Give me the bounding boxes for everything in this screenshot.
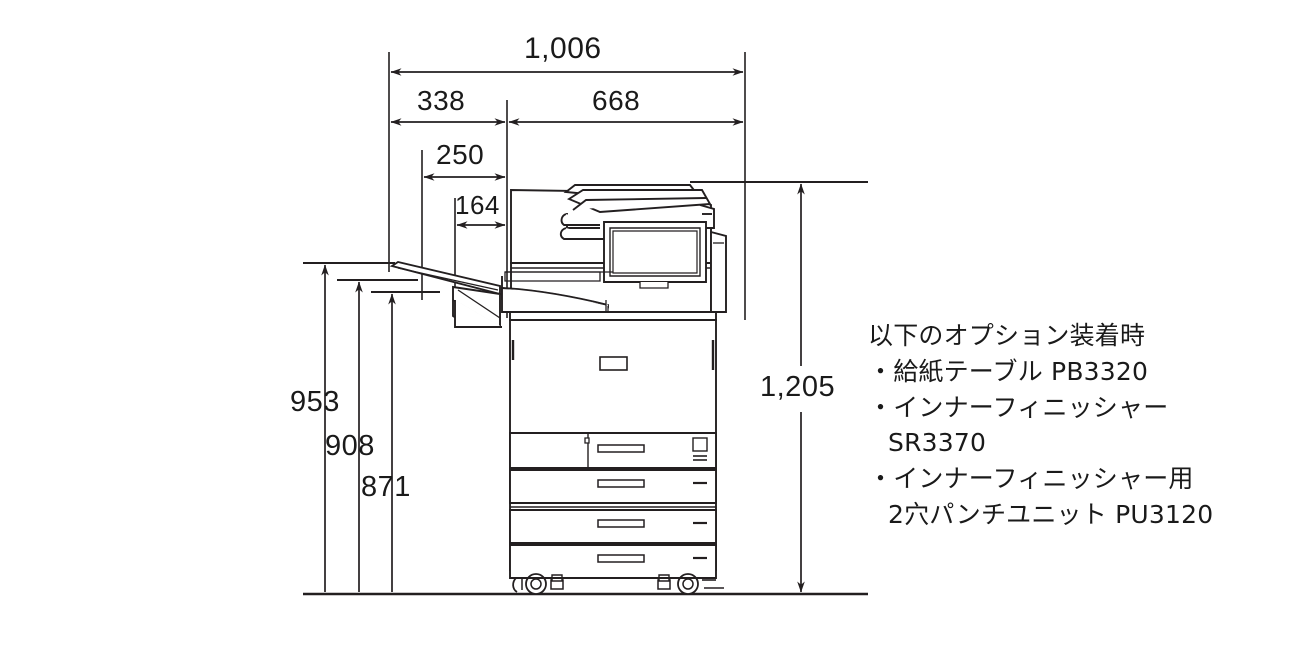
finisher-front-cover bbox=[454, 300, 502, 328]
options-note-block: 以下のオプション装着時 ・給紙テーブル PB3320 ・インナーフィニッシャー … bbox=[868, 318, 1298, 533]
reference-lines bbox=[303, 181, 868, 596]
extension-lines bbox=[388, 52, 746, 320]
dim-label-height-953: 953 bbox=[290, 386, 340, 418]
note-item-3: ・インナーフィニッシャー用 bbox=[868, 464, 1194, 493]
machine-illustration bbox=[389, 184, 727, 595]
vertical-dimension-lines bbox=[321, 183, 805, 593]
dim-label-left-segment: 338 bbox=[417, 85, 466, 116]
dim-label-right-segment: 668 bbox=[592, 85, 641, 116]
dim-label-overall-width: 1,006 bbox=[524, 32, 602, 65]
dim-label-tray-depth: 250 bbox=[436, 139, 485, 170]
note-item-1: ・インナーフィニッシャー bbox=[868, 392, 1169, 422]
note-item-0: ・給紙テーブル PB3320 bbox=[868, 356, 1149, 386]
dim-label-overall-height: 1,205 bbox=[760, 371, 836, 403]
paper-trays bbox=[509, 432, 717, 579]
dim-label-height-871: 871 bbox=[361, 471, 411, 503]
dim-label-height-908: 908 bbox=[325, 430, 375, 462]
note-heading: 以下のオプション装着時 bbox=[868, 321, 1146, 350]
control-panel bbox=[603, 221, 707, 289]
output-shelf bbox=[501, 271, 613, 320]
casters bbox=[510, 573, 724, 595]
note-item-2: SR3370 bbox=[888, 428, 987, 458]
horizontal-dimension-lines bbox=[390, 68, 744, 229]
dim-label-body-offset: 164 bbox=[455, 190, 500, 220]
note-item-4: 2穴パンチユニット PU3120 bbox=[888, 499, 1214, 529]
